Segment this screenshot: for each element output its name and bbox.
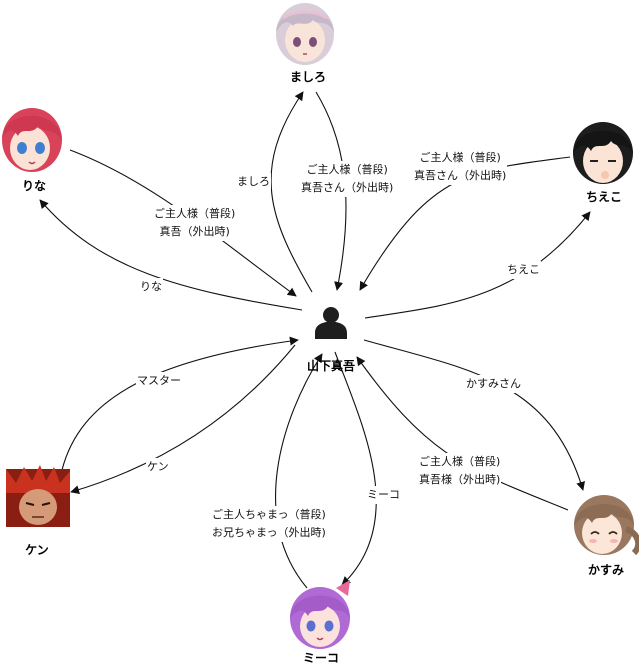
edge-label-line: ご主人様（普段) (306, 163, 388, 176)
edges (39, 91, 591, 589)
edge-label-line: 真吾様（外出時) (419, 473, 501, 486)
avatar-kasumi (574, 495, 639, 556)
edge-label-from-rina: ご主人様（普段) 真吾（外出時) (153, 205, 237, 241)
edge-label-line: 真吾さん（外出時) (414, 169, 507, 182)
edge-center-to-chieko (364, 211, 591, 319)
edge-center-to-mashiro (270, 91, 313, 293)
avatar-chieko (573, 122, 633, 184)
edge-label-to-rina: りな (139, 278, 163, 296)
edge-label-from-ken: マスター (136, 372, 182, 390)
edge-label-line: お兄ちゃまっ（外出時) (212, 526, 326, 539)
node-label-miko: ミーコ (302, 651, 339, 665)
edge-label-line: ご主人様（普段) (419, 455, 501, 468)
edge-label-line: 真吾（外出時) (159, 225, 230, 238)
avatar-ken (6, 465, 70, 527)
edge-label-from-chieko: ご主人様（普段) 真吾さん（外出時) (413, 149, 508, 185)
avatar-mashiro (276, 3, 334, 65)
node-label-rina: りな (21, 179, 46, 193)
edge-label-line: ご主人ちゃまっ（普段) (212, 508, 326, 521)
edge-label-from-kasumi: ご主人様（普段) 真吾様（外出時) (418, 453, 502, 489)
edge-label-to-mashiro: ましろ (236, 173, 271, 191)
edge-label-from-miko: ご主人ちゃまっ（普段) お兄ちゃまっ（外出時) (211, 506, 327, 542)
node-label-kasumi: かすみ (587, 563, 624, 577)
avatar-miko (290, 580, 350, 649)
edge-label-to-chieko: ちえこ (506, 261, 541, 279)
edge-label-from-mashiro: ご主人様（普段) 真吾さん（外出時) (300, 161, 395, 197)
avatar-rina (0, 108, 64, 172)
edge-label-to-miko: ミーコ (366, 486, 401, 504)
edge-center-to-miko (334, 351, 377, 586)
edge-label-line: 真吾さん（外出時) (301, 181, 394, 194)
node-label-ken: ケン (25, 543, 49, 557)
node-label-chieko: ちえこ (585, 190, 622, 204)
edge-miko-to-center (275, 353, 323, 589)
edge-center-to-rina (39, 199, 303, 311)
edge-label-line: ご主人様（普段) (154, 207, 236, 220)
person-icon (315, 307, 347, 339)
edge-label-line: ご主人様（普段) (419, 151, 501, 164)
node-label-mashiro: ましろ (289, 70, 326, 84)
edge-label-to-kasumi: かすみさん (465, 375, 522, 393)
edge-label-to-ken: ケン (146, 458, 170, 476)
edge-ken-to-center (61, 336, 299, 471)
node-label-center: 山下真吾 (306, 359, 355, 373)
edge-center-to-ken (70, 344, 296, 495)
